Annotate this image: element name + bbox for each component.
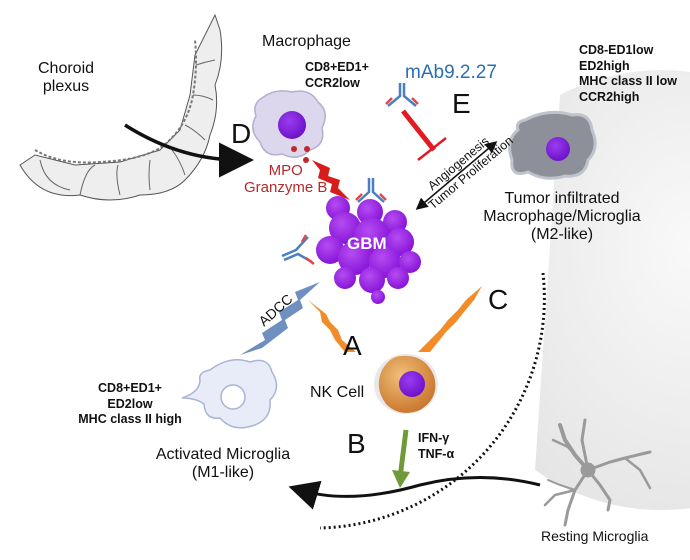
inhibition-line: [401, 109, 436, 152]
m1-nucleus: [220, 384, 246, 410]
pathway-letter-b: B: [347, 428, 366, 459]
nk-bolt-a: [308, 300, 356, 352]
nk-bolt-c: [418, 286, 482, 352]
mpo-granzyme-label: MPO Granzyme B: [244, 162, 328, 197]
pathway-letter-a: A: [343, 330, 362, 361]
m1-title: Activated Microglia (M1-like): [155, 446, 291, 481]
mab-inhibition: [385, 83, 447, 161]
m1-markers: CD8+ED1+ ED2low MHC class II high: [78, 381, 182, 427]
nk-nucleus: [399, 371, 425, 397]
choroid-plexus-illustration: [19, 13, 223, 201]
dotted-boundary: [319, 272, 546, 530]
cytokines-label: IFN-γ TNF-α: [418, 431, 455, 461]
adcc-bolt: [240, 282, 320, 355]
m2-markers: CD8-ED1low ED2high MHC class II low CCR2…: [579, 43, 677, 104]
resting-microglia-label: Resting Microglia: [541, 528, 649, 544]
m2-macrophage-cell: [508, 110, 597, 180]
m1-microglia-cell: [181, 359, 278, 429]
resting-microglia-cell: [543, 418, 652, 527]
cytokine-arrow: [397, 429, 409, 479]
angiogenesis-double-arrow: [415, 141, 498, 210]
macrophage-label: Macrophage: [262, 33, 351, 50]
mpo-granzyme-bolt: [312, 160, 350, 200]
m2-nucleus: [546, 137, 570, 161]
macrophage-nucleus: [278, 111, 306, 139]
antibody-icon-e: [385, 83, 419, 107]
choroid-plexus-label: Choroid plexus: [38, 60, 95, 95]
choroid-entry-arrow: [124, 123, 254, 178]
inhibition-bar: [417, 137, 447, 161]
nk-cell: [374, 354, 438, 414]
nk-cell-label: NK Cell: [310, 384, 365, 401]
activation-arrow: [288, 476, 541, 510]
antibody-icon-left: [281, 234, 315, 265]
brain-region: [319, 70, 690, 530]
pathway-letter-e: E: [452, 88, 471, 119]
pathway-letter-d: D: [231, 118, 252, 149]
gbm-tumor: [316, 196, 421, 304]
gbm-label: GBM: [347, 234, 387, 253]
antibody-icon-top: [355, 178, 387, 203]
m2-title: Tumor infiltrated Macrophage/Microglia (…: [483, 190, 641, 243]
macrophage-markers: CD8+ED1+ CCR2low: [305, 60, 369, 90]
mab-label: mAb9.2.27: [405, 62, 497, 83]
macrophage-cell: [252, 90, 326, 163]
pathway-letter-c: C: [488, 284, 509, 315]
